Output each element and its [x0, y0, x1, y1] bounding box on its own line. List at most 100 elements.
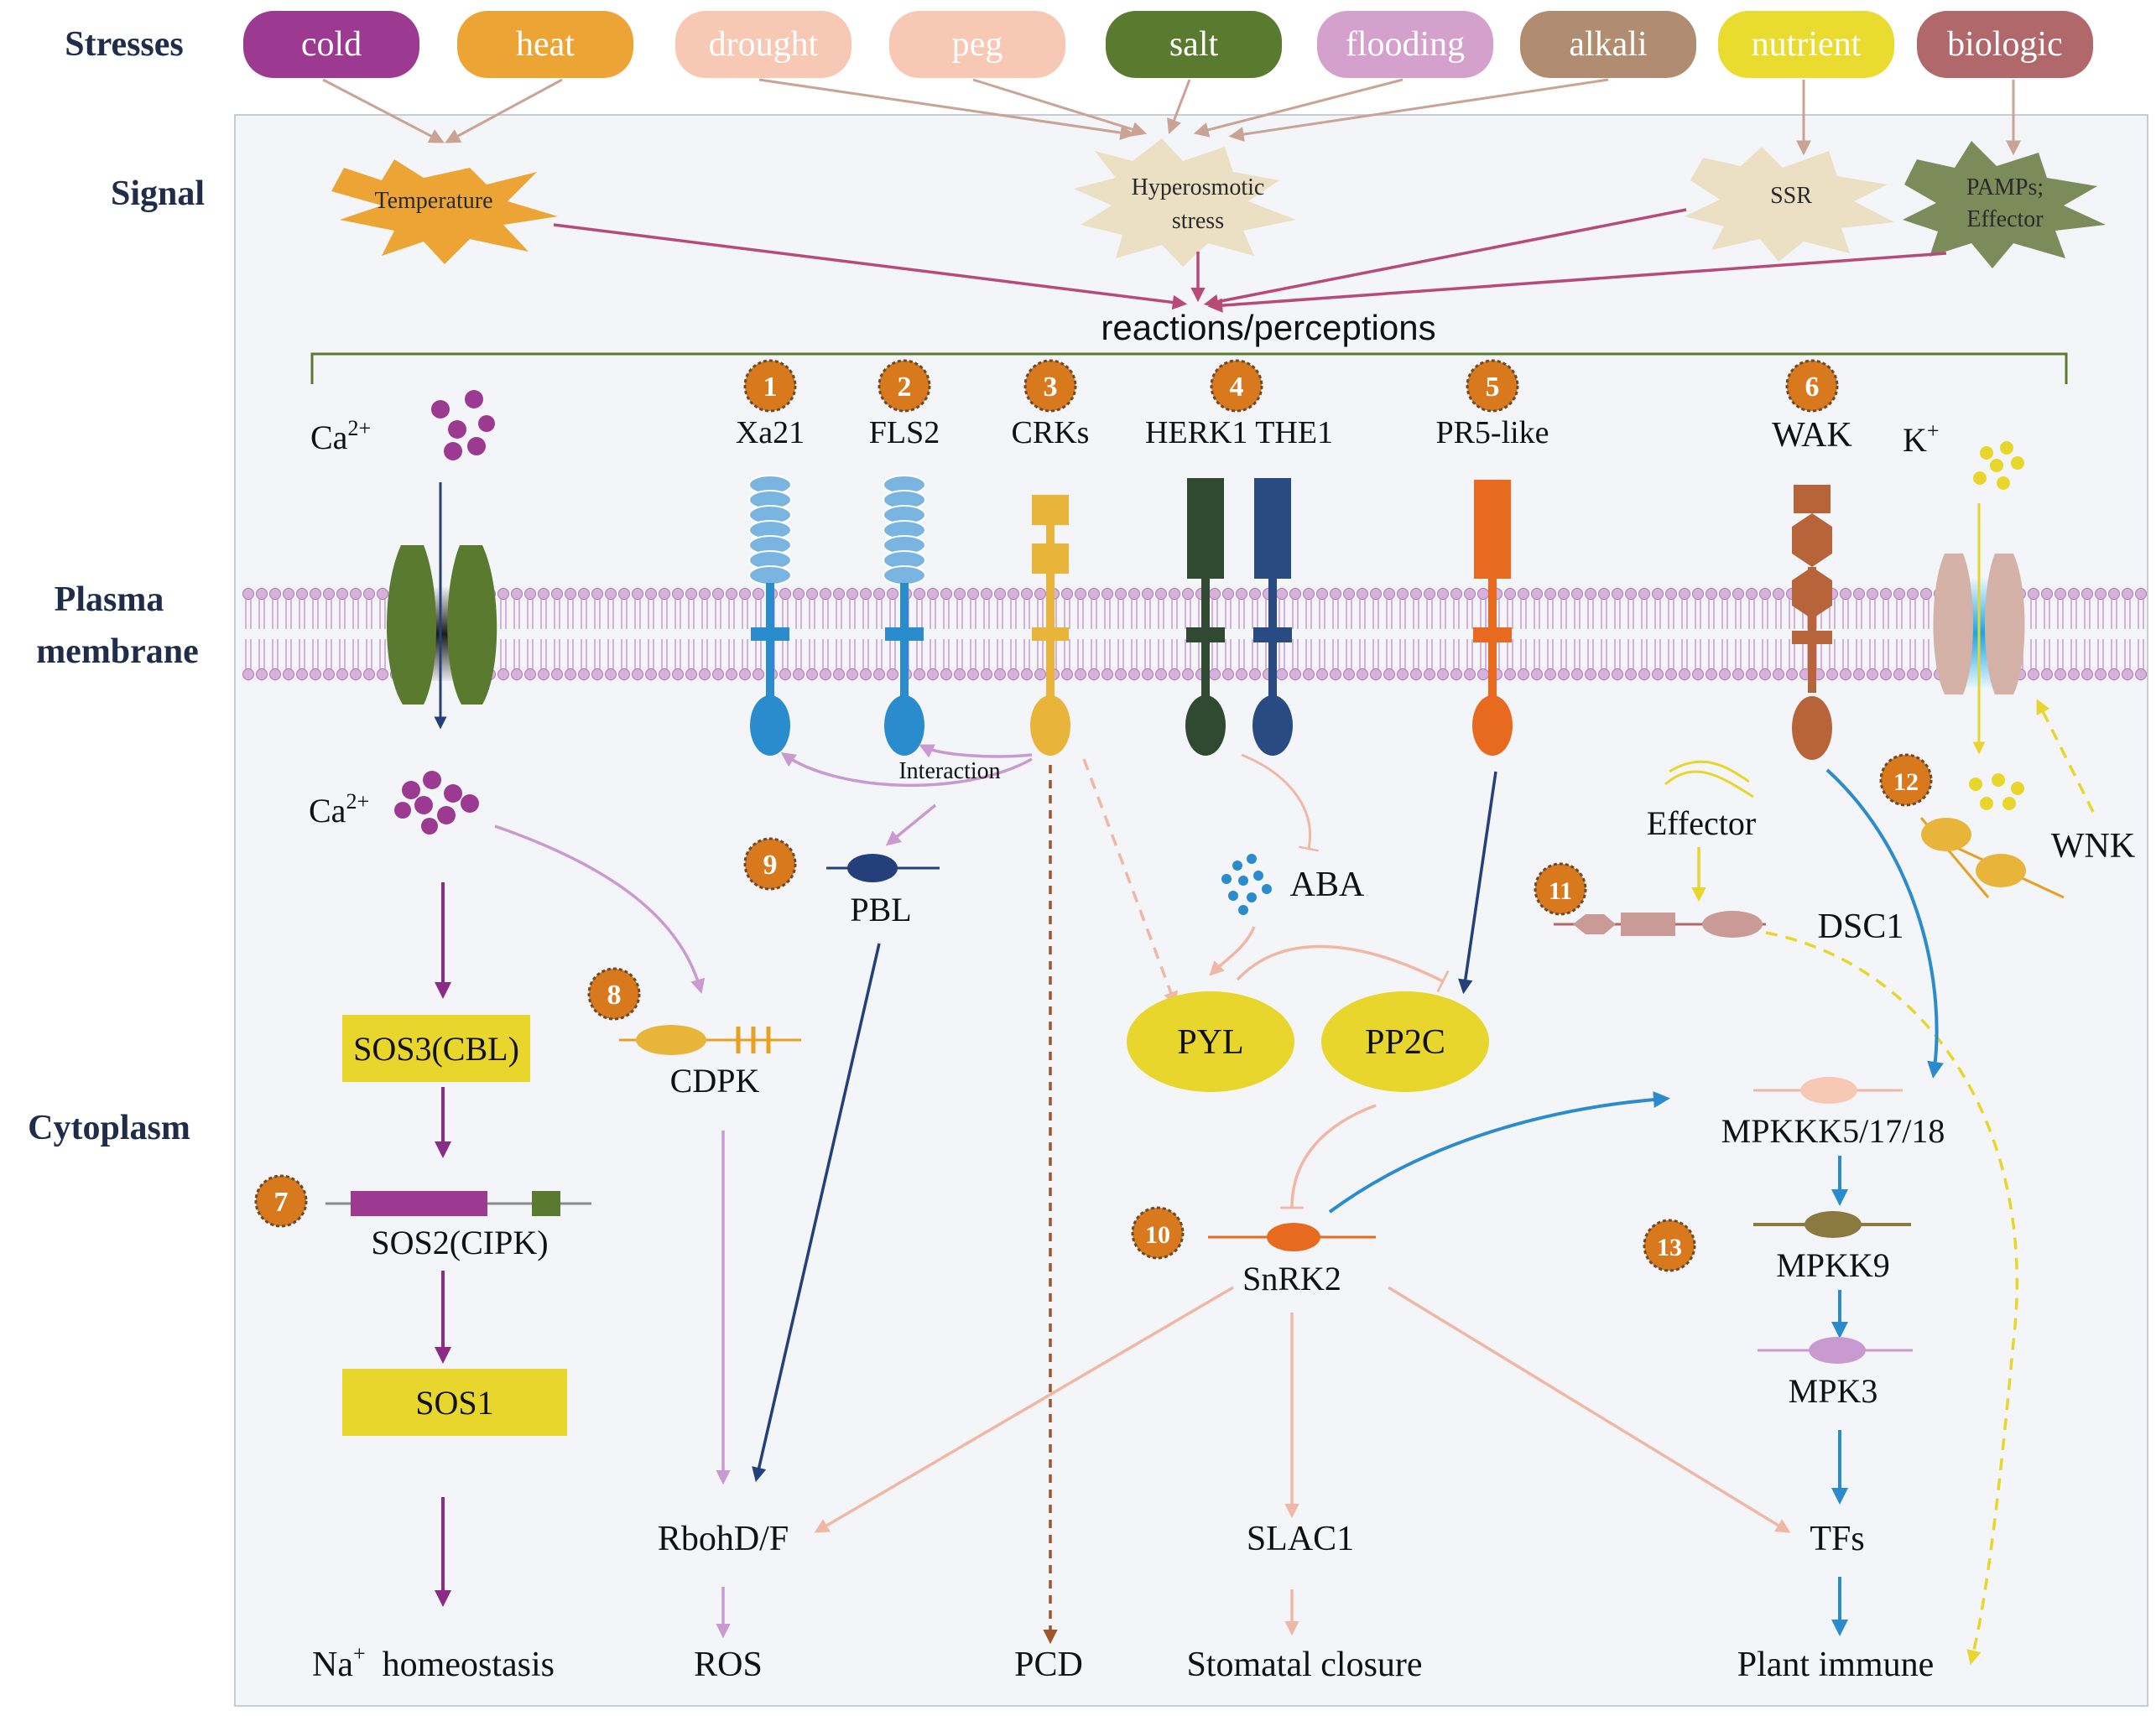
stress-label-alkali: alkali [1569, 25, 1647, 64]
number-badge-text-12: 12 [1893, 768, 1919, 796]
stress-pill-biologic: biologic [1917, 11, 2093, 78]
stress-label-salt: salt [1169, 25, 1219, 64]
potassium-ions-outside [1973, 441, 2024, 490]
snrk2-label: SnRK2 [1242, 1260, 1341, 1297]
stress-pill-drought: drought [675, 11, 851, 78]
stress-pill-nutrient: nutrient [1718, 11, 1894, 78]
pyl-label: PYL [1177, 1023, 1243, 1062]
number-badge-8: 8 [587, 967, 641, 1021]
xa21-label: Xa21 [736, 415, 805, 450]
stress-label-biologic: biologic [1947, 25, 2063, 64]
mpkk9-glyph [1753, 1211, 1911, 1238]
pr5-label: PR5-like [1435, 415, 1549, 450]
dsc1-to-immune-arrow [1765, 931, 2018, 1666]
sos1-box [342, 1369, 567, 1436]
fls2-label: FLS2 [869, 415, 940, 450]
perception-label: reactions/perceptions [1101, 308, 1435, 347]
calcium-ions-inside [394, 771, 479, 835]
ca-outside-label: Ca2+ [310, 416, 371, 456]
number-badge-2: 2 [878, 359, 931, 413]
number-badge-10: 10 [1131, 1206, 1185, 1260]
number-badge-5: 5 [1466, 359, 1519, 413]
ros-label: ROS [694, 1646, 763, 1684]
stress-label-drought: drought [709, 25, 819, 64]
herk-the-label: HERK1 THE1 [1145, 415, 1333, 450]
temperature-signal: Temperature [331, 159, 558, 264]
xa21-receptor [748, 475, 792, 756]
stress-label-nutrient: nutrient [1752, 25, 1862, 64]
wnk-to-k-channel-arrow [2036, 699, 2095, 813]
number-badge-text-11: 11 [1549, 877, 1572, 905]
stress-pill-peg: peg [889, 11, 1065, 78]
crks-receptor [1030, 495, 1070, 756]
pp2c-label: PP2C [1365, 1023, 1445, 1062]
ca-inside-label: Ca2+ [309, 789, 369, 829]
wnk-label: WNK [2051, 827, 2135, 866]
stress-label-flooding: flooding [1346, 25, 1465, 64]
calcium-ions-outside [431, 390, 495, 460]
aba-molecules [1221, 854, 1272, 915]
stress-pill-heat: heat [457, 11, 633, 78]
number-badge-text-10: 10 [1145, 1221, 1170, 1249]
na-homeostasis-label: Na+homeostasis [312, 1641, 555, 1684]
slac1-label: SLAC1 [1247, 1520, 1354, 1558]
number-badge-text-9: 9 [763, 850, 778, 881]
pamps-signal: PAMPs; Effector [1903, 141, 2106, 268]
effector-squiggle [1664, 770, 1754, 798]
number-badge-text-4: 4 [1230, 372, 1244, 403]
ca-to-cdpk-arrow [494, 824, 706, 995]
fls2-receptor [883, 475, 926, 756]
number-badge-text-8: 8 [607, 980, 622, 1011]
effector-label: Effector [1647, 804, 1756, 842]
aba-label: ABA [1290, 866, 1365, 904]
sos3-box [342, 1015, 530, 1082]
stress-label-peg: peg [952, 25, 1003, 64]
pp2c-node [1321, 991, 1489, 1092]
number-badge-9: 9 [743, 837, 797, 891]
aba-to-pyl-arrow [1209, 926, 1256, 976]
number-badge-text-5: 5 [1486, 372, 1500, 403]
pr5-like-receptor [1472, 480, 1513, 756]
signal-arrows [553, 208, 1947, 313]
number-badge-text-13: 13 [1657, 1234, 1682, 1261]
wak-to-mpkkk-arrow [1825, 768, 1944, 1079]
row-labels: Stresses Signal Plasma membrane Cytoplas… [28, 25, 205, 1147]
sos2-glyph [325, 1191, 591, 1216]
hyperosmotic-signal: Hyperosmotic stress [1074, 138, 1296, 267]
plasma-label: Plasma [55, 580, 164, 619]
mpk3-label: MPK3 [1789, 1372, 1878, 1410]
tfs-label: TFs [1810, 1520, 1864, 1558]
snrk2-to-mpkkk-arrow [1328, 1091, 1670, 1214]
wak-label: WAK [1772, 416, 1852, 455]
number-badge-4: 4 [1210, 359, 1263, 413]
cytoplasm-label: Cytoplasm [28, 1109, 190, 1147]
number-badge-text-1: 1 [763, 372, 778, 403]
stress-pill-flooding: flooding [1317, 11, 1493, 78]
dsc1-glyph [1554, 911, 1766, 938]
crk-to-pyl-arrow [1082, 758, 1178, 1006]
number-badge-text-2: 2 [898, 372, 912, 403]
sos3-label: SOS3(CBL) [353, 1030, 519, 1068]
interaction-label: Interaction [898, 758, 1000, 784]
hyperosmotic-text-1: Hyperosmotic [1132, 174, 1265, 200]
sos1-label: SOS1 [415, 1384, 493, 1422]
mpkk9-label: MPKK9 [1776, 1246, 1890, 1284]
number-badge-3: 3 [1023, 359, 1077, 413]
stomatal-closure-label: Stomatal closure [1186, 1646, 1422, 1684]
pp2c-inhibits-snrk2 [1279, 1104, 1377, 1209]
pbl-to-rboh-arrow [752, 943, 881, 1483]
hyperosmotic-text-2: stress [1172, 208, 1224, 234]
rboh-label: RbohD/F [658, 1520, 789, 1558]
plant-immune-label: Plant immune [1737, 1646, 1935, 1684]
sos2-label: SOS2(CIPK) [371, 1224, 548, 1261]
ssr-signal: SSR [1685, 147, 1894, 262]
number-badge-12: 12 [1879, 753, 1933, 807]
stress-pill-salt: salt [1106, 11, 1282, 78]
snrk2-output-arrows [814, 1286, 1791, 1636]
number-badge-1: 1 [743, 359, 797, 413]
receptor-labels: Xa21 FLS2 CRKs HERK1 THE1 PR5-like WAK [736, 415, 1852, 455]
pyl-inhibits-pp2c [1236, 944, 1450, 993]
